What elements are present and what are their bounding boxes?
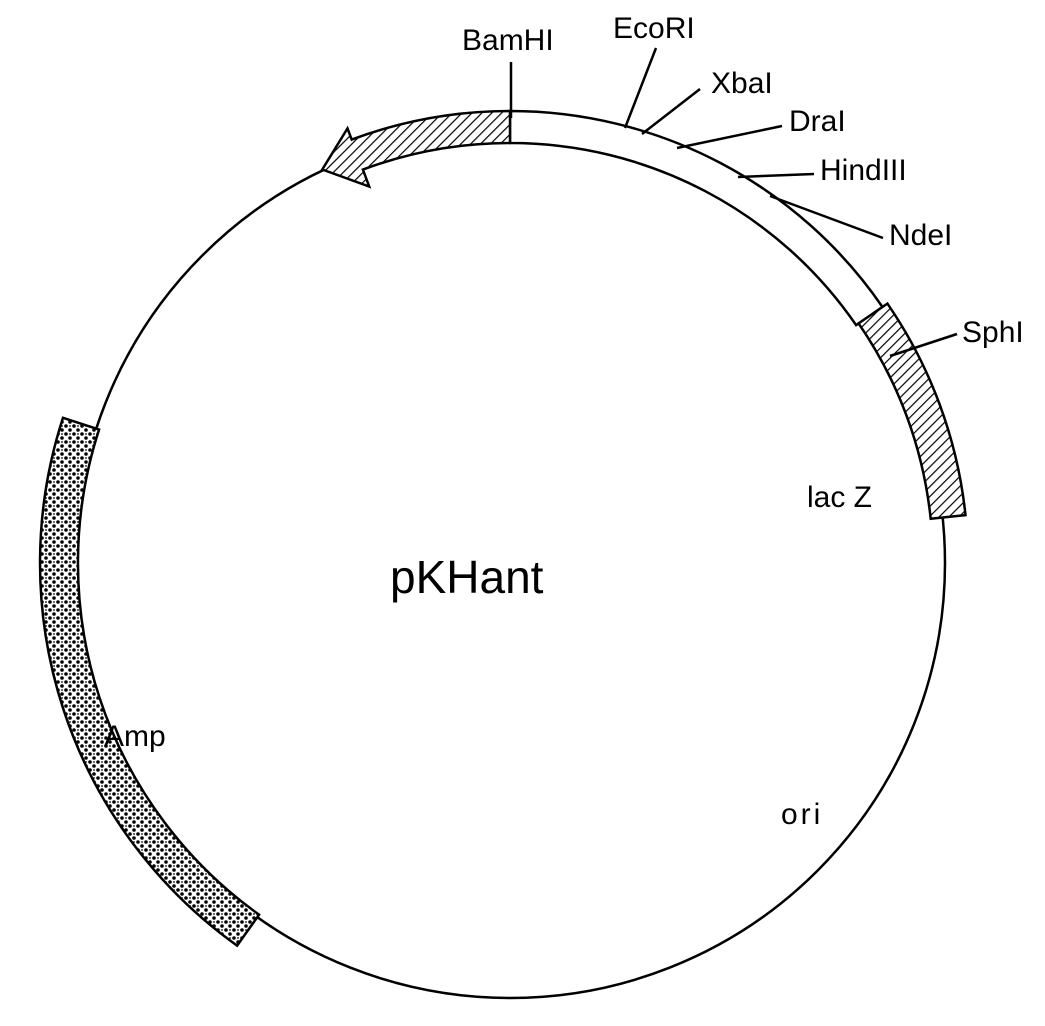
site-line-xbai — [641, 88, 701, 135]
site-line-drai — [676, 124, 783, 150]
insert-arrow — [320, 109, 512, 189]
site-label-bamhi: BamHI — [462, 24, 554, 57]
site-line-sphi — [889, 332, 958, 358]
site-label-ndei: NdeI — [889, 219, 952, 252]
site-label-xbai: XbaI — [711, 67, 773, 100]
feature-label-lacz: lac Z — [807, 481, 872, 514]
lacz-band — [856, 301, 967, 521]
restriction-site-lines — [509, 47, 958, 358]
site-line-ecori — [623, 47, 658, 129]
feature-label-ori: ori — [781, 798, 823, 831]
site-label-drai: DraI — [789, 105, 846, 138]
amp-band — [38, 416, 261, 948]
plasmid-name: pKHant — [390, 551, 544, 603]
site-label-sphi: SphI — [962, 316, 1024, 349]
site-label-hindiii: HindIII — [820, 154, 907, 187]
feature-label-amp: Amp — [104, 720, 166, 753]
site-label-ecori: EcoRI — [613, 12, 695, 45]
site-line-hindiii — [737, 172, 815, 179]
site-line-ndei — [769, 194, 884, 240]
